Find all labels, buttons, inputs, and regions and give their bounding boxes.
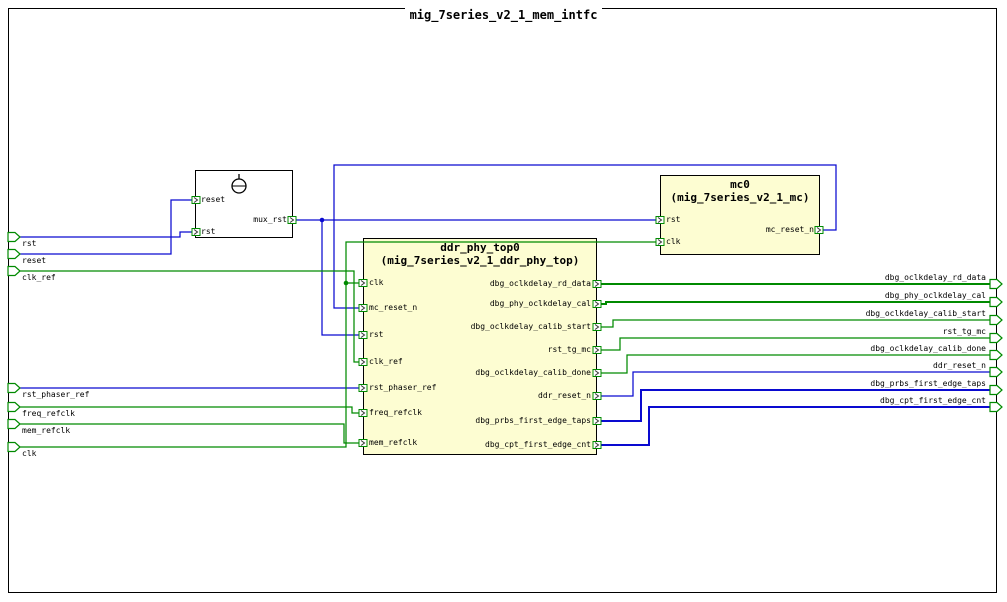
label-ddr-ddr-reset-n: ddr_reset_n <box>538 391 591 400</box>
block-mc0-name: mc0 <box>730 178 750 191</box>
or-gate-icon <box>231 174 247 194</box>
label-ext-rst: rst <box>22 239 37 248</box>
block-mc0-module: (mig_7series_v2_1_mc) <box>670 191 810 204</box>
label-ddr-mc-reset-n: mc_reset_n <box>369 303 418 312</box>
label-ddr-rst-phaser-ref: rst_phaser_ref <box>369 383 437 392</box>
label-ddr-dbg-cpt-first-edge-cnt: dbg_cpt_first_edge_cnt <box>485 440 591 449</box>
label-mc0-clk: clk <box>666 237 681 246</box>
label-ddr-dbg-phy-oclkdelay-cal: dbg_phy_oclkdelay_cal <box>489 299 591 308</box>
label-ext-dbg-prbs-first-edge-taps: dbg_prbs_first_edge_taps <box>870 379 986 388</box>
block-ddr-phy-top0-name: ddr_phy_top0 <box>440 241 520 254</box>
label-ext-dbg-cpt-first-edge-cnt: dbg_cpt_first_edge_cnt <box>880 396 986 405</box>
label-ext-freq-refclk: freq_refclk <box>22 409 75 418</box>
label-ddr-freq-refclk: freq_refclk <box>369 408 422 417</box>
label-ext-rst-phaser-ref: rst_phaser_ref <box>22 390 90 399</box>
label-mux-mux-rst: mux_rst <box>253 215 287 224</box>
label-ddr-dbg-oclkdelay-rd-data: dbg_oclkdelay_rd_data <box>489 279 591 288</box>
label-ext-dbg-oclkdelay-rd-data: dbg_oclkdelay_rd_data <box>884 273 986 282</box>
label-ddr-dbg-oclkdelay-calib-start: dbg_oclkdelay_calib_start <box>470 322 591 331</box>
label-ddr-clk-ref: clk_ref <box>369 357 403 366</box>
label-ext-clk-ref: clk_ref <box>22 273 56 282</box>
label-ddr-mem-refclk: mem_refclk <box>369 438 418 447</box>
label-mux-rst: rst <box>201 227 216 236</box>
label-ext-clk: clk <box>22 449 37 458</box>
block-mc0[interactable]: mc0 (mig_7series_v2_1_mc) <box>660 175 820 255</box>
label-ext-dbg-oclkdelay-calib-start: dbg_oclkdelay_calib_start <box>865 309 986 318</box>
block-ddr-phy-top0-title: ddr_phy_top0 (mig_7series_v2_1_ddr_phy_t… <box>364 241 596 267</box>
label-ddr-dbg-prbs-first-edge-taps: dbg_prbs_first_edge_taps <box>475 416 591 425</box>
diagram-title-text: mig_7series_v2_1_mem_intfc <box>404 8 603 22</box>
label-ext-ddr-reset-n: ddr_reset_n <box>933 361 986 370</box>
label-ext-rst-tg-mc: rst_tg_mc <box>942 327 986 336</box>
label-ddr-clk: clk <box>369 278 384 287</box>
label-ddr-rst-tg-mc: rst_tg_mc <box>547 345 591 354</box>
label-ext-dbg-phy-oclkdelay-cal: dbg_phy_oclkdelay_cal <box>884 291 986 300</box>
label-ddr-dbg-oclkdelay-calib-done: dbg_oclkdelay_calib_done <box>475 368 591 377</box>
label-ext-reset: reset <box>22 256 47 265</box>
block-mux-rst[interactable] <box>195 170 293 238</box>
diagram-title: mig_7series_v2_1_mem_intfc <box>0 8 1007 22</box>
block-ddr-phy-top0-module: (mig_7series_v2_1_ddr_phy_top) <box>380 254 580 267</box>
label-ext-dbg-oclkdelay-calib-done: dbg_oclkdelay_calib_done <box>870 344 986 353</box>
label-ddr-rst: rst <box>369 330 384 339</box>
label-mux-reset: reset <box>201 195 226 204</box>
label-mc0-mc-reset-n: mc_reset_n <box>765 225 814 234</box>
label-ext-mem-refclk: mem_refclk <box>22 426 71 435</box>
block-mc0-title: mc0 (mig_7series_v2_1_mc) <box>661 178 819 204</box>
label-mc0-rst: rst <box>666 215 681 224</box>
